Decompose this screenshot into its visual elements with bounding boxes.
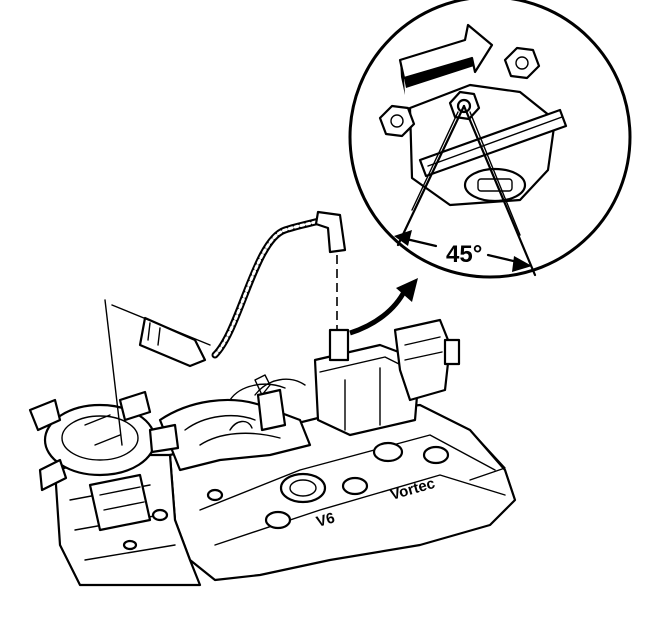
- hex-nut-left: [378, 104, 416, 138]
- distributor-leader-lines: [104, 299, 211, 446]
- angle-label: 45°: [446, 241, 482, 268]
- angle-lines: [396, 104, 537, 277]
- sensor-cable: [138, 210, 347, 368]
- angle-dimension: [394, 230, 532, 272]
- cover-stamp-left: V6: [314, 509, 336, 530]
- hex-nut-right: [503, 46, 541, 80]
- cover-bolts: [122, 441, 450, 551]
- connector-plug: [463, 167, 527, 203]
- detail-inset: 45°: [348, 0, 632, 279]
- detail-callout-arrow: [349, 278, 418, 336]
- rotation-arrow: [398, 23, 494, 95]
- engine-block: [28, 318, 517, 587]
